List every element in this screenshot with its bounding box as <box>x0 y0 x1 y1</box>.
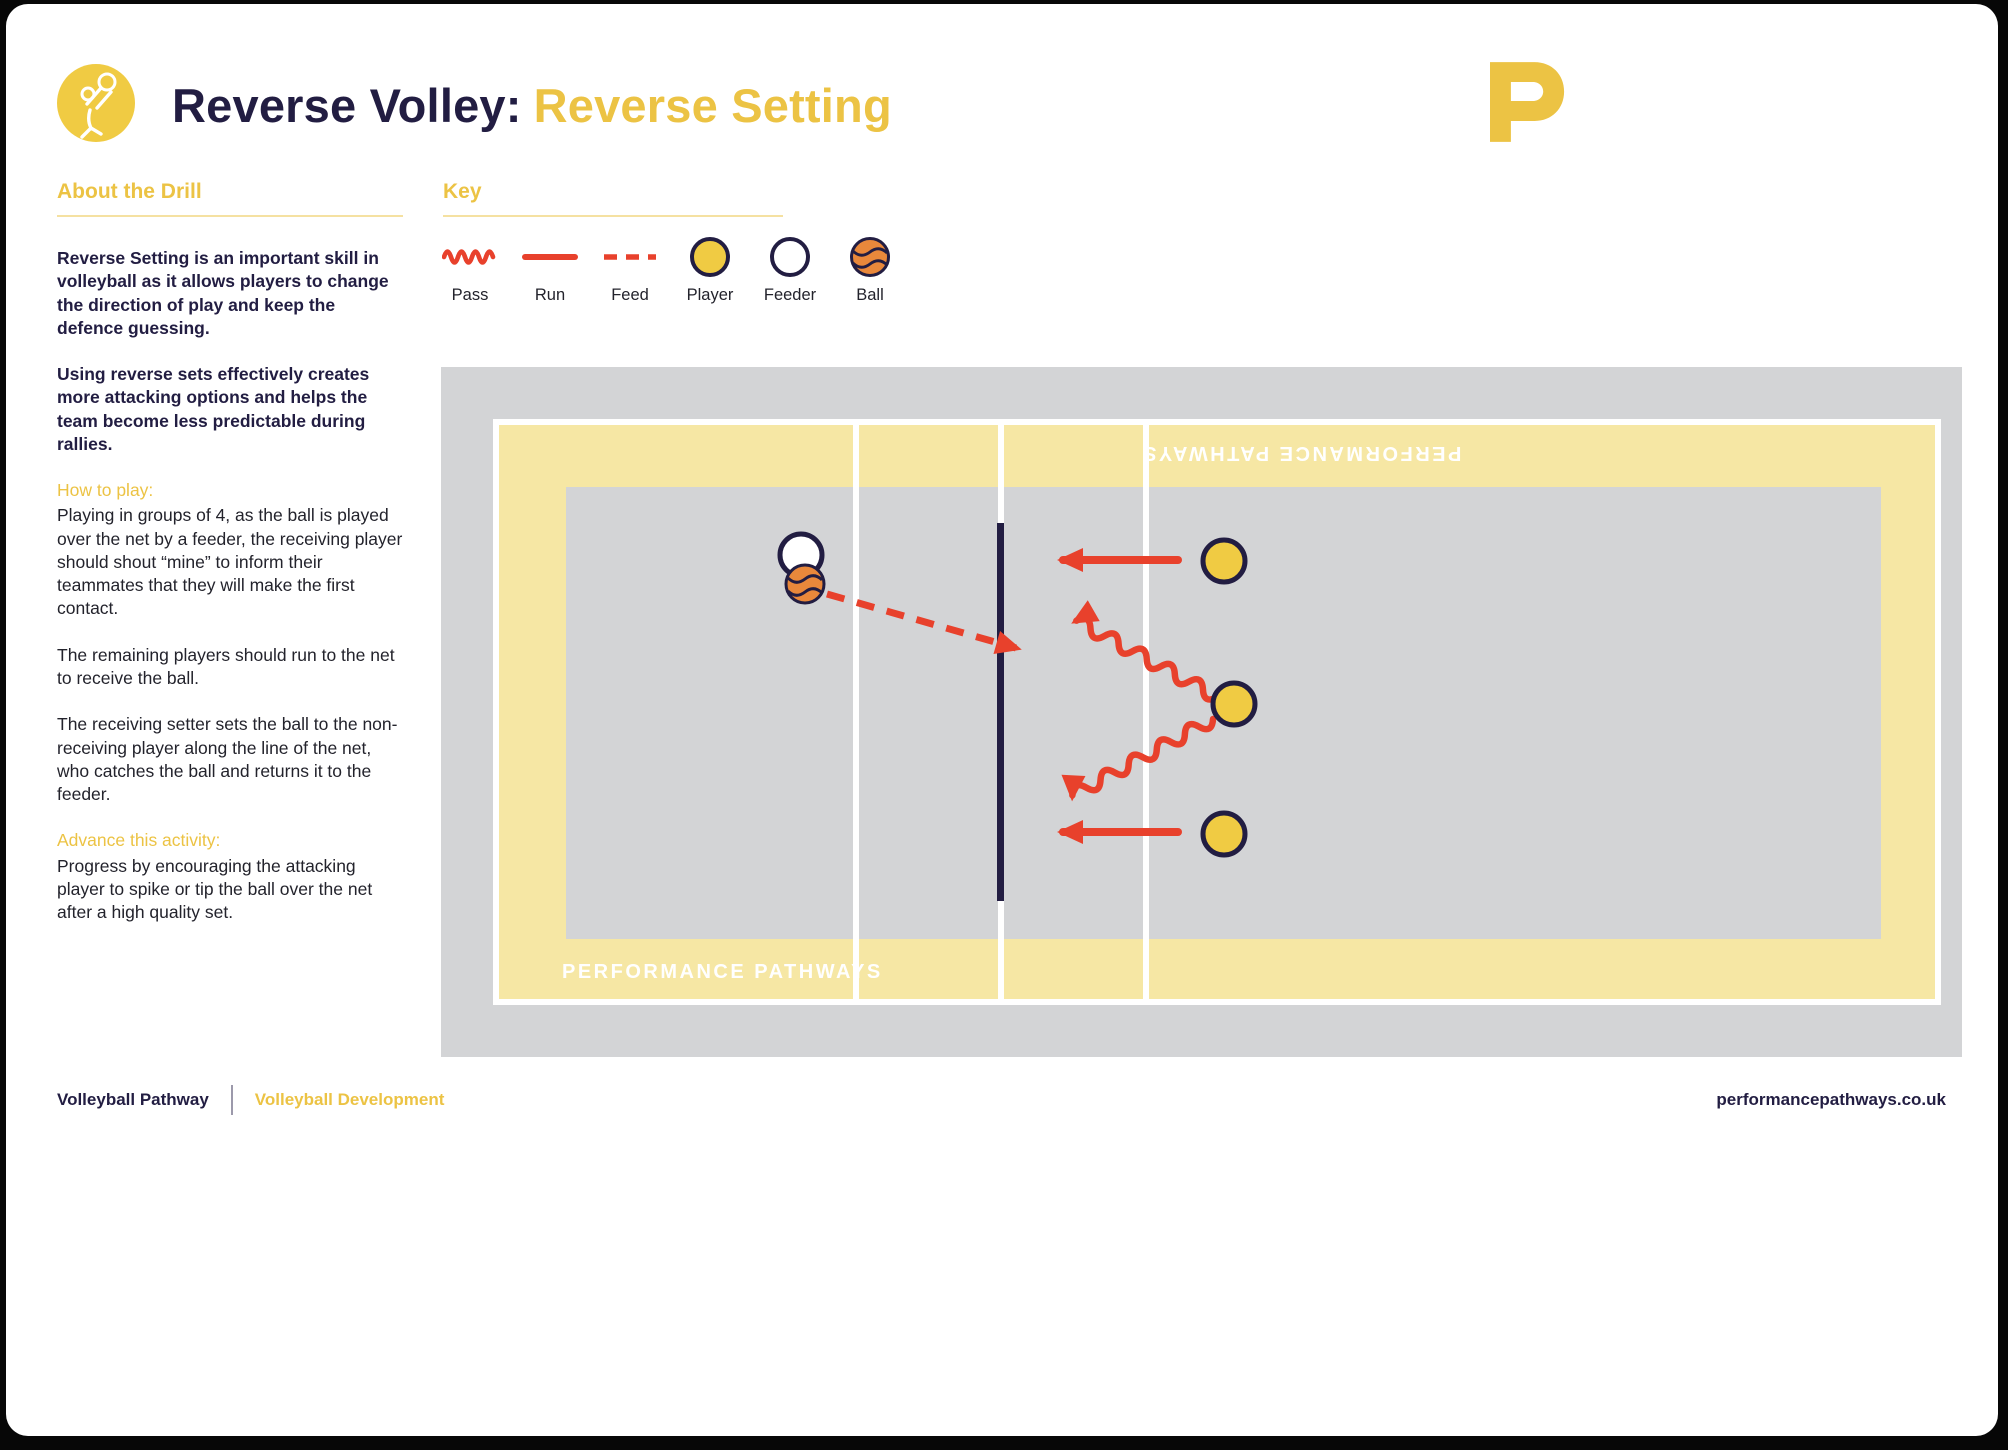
p-logo-icon <box>1490 62 1565 142</box>
key-legend: Pass Run Feed Player Feeder <box>430 234 910 305</box>
run-line-icon <box>522 254 578 260</box>
feeder-circle-icon <box>770 237 810 277</box>
key-label: Feed <box>611 286 649 304</box>
footer-pathway-label: Volleyball Pathway <box>57 1090 209 1109</box>
advance-activity-subheading: Advance this activity: <box>57 830 221 851</box>
about-paragraph: The remaining players should run to the … <box>57 644 395 688</box>
about-paragraph: Using reverse sets effectively creates m… <box>57 364 370 454</box>
drill-movement-layer <box>777 531 1258 858</box>
key-item-feeder: Feeder <box>750 234 830 305</box>
key-item-feed: Feed <box>590 234 670 305</box>
footer-development-label: Volleyball Development <box>254 1090 445 1109</box>
about-heading: About the Drill <box>57 180 403 217</box>
feed-dashed-icon <box>604 254 656 260</box>
footer-divider <box>230 1085 233 1115</box>
feed-arrow <box>826 590 1022 655</box>
about-paragraph: Playing in groups of 4, as the ball is p… <box>57 505 403 619</box>
about-paragraph: Reverse Setting is an important skill in… <box>57 248 389 338</box>
footer-website-link[interactable]: performancepathways.co.uk <box>1716 1090 1946 1109</box>
player-marker-top <box>1200 537 1248 585</box>
key-section: Key <box>443 180 783 247</box>
key-label: Player <box>686 286 734 304</box>
about-paragraph: The receiving setter sets the ball to th… <box>57 714 398 805</box>
pass-squiggle-up <box>1071 600 1221 703</box>
net-line <box>997 523 1004 901</box>
key-label: Ball <box>856 286 884 304</box>
watermark-bottom: PERFORMANCE PATHWAYS <box>562 961 883 983</box>
footer: Volleyball Pathway Volleyball Developmen… <box>57 1082 1946 1118</box>
key-label: Pass <box>451 286 489 304</box>
key-heading: Key <box>443 180 783 217</box>
about-section: About the Drill Reverse Setting is an im… <box>57 180 403 947</box>
key-item-pass: Pass <box>430 234 510 305</box>
pass-squiggle-icon <box>442 249 496 265</box>
player-circle-icon <box>690 237 730 277</box>
about-paragraph: Progress by encouraging the attacking pl… <box>57 855 373 923</box>
player-marker-middle <box>1210 680 1258 728</box>
volleyball-player-icon <box>57 64 135 142</box>
ball-marker <box>784 563 826 605</box>
key-item-run: Run <box>510 234 590 305</box>
how-to-play-subheading: How to play: <box>57 480 154 501</box>
drill-sheet-page: Reverse Volley:Reverse Setting About the… <box>6 4 1998 1436</box>
court-attack-line-left-inner <box>853 487 859 939</box>
key-item-player: Player <box>670 234 750 305</box>
key-label: Run <box>534 286 566 304</box>
page-title: Reverse Volley:Reverse Setting <box>172 78 892 133</box>
page-title-accent: Reverse Setting <box>533 79 892 132</box>
key-item-ball: Ball <box>830 234 910 305</box>
player-marker-bottom <box>1200 810 1248 858</box>
ball-icon <box>850 237 890 277</box>
drill-court-diagram: PERFORMANCE PATHWAYS PERFORMANCE PATHWAY… <box>441 367 1962 1057</box>
key-label: Feeder <box>763 286 817 304</box>
pass-squiggle-down <box>1061 715 1217 802</box>
performance-pathways-logo <box>1490 60 1566 144</box>
court-attack-line-right-inner <box>1143 487 1149 939</box>
volleyball-player-glyph <box>80 72 117 139</box>
page-title-primary: Reverse Volley: <box>172 79 522 132</box>
